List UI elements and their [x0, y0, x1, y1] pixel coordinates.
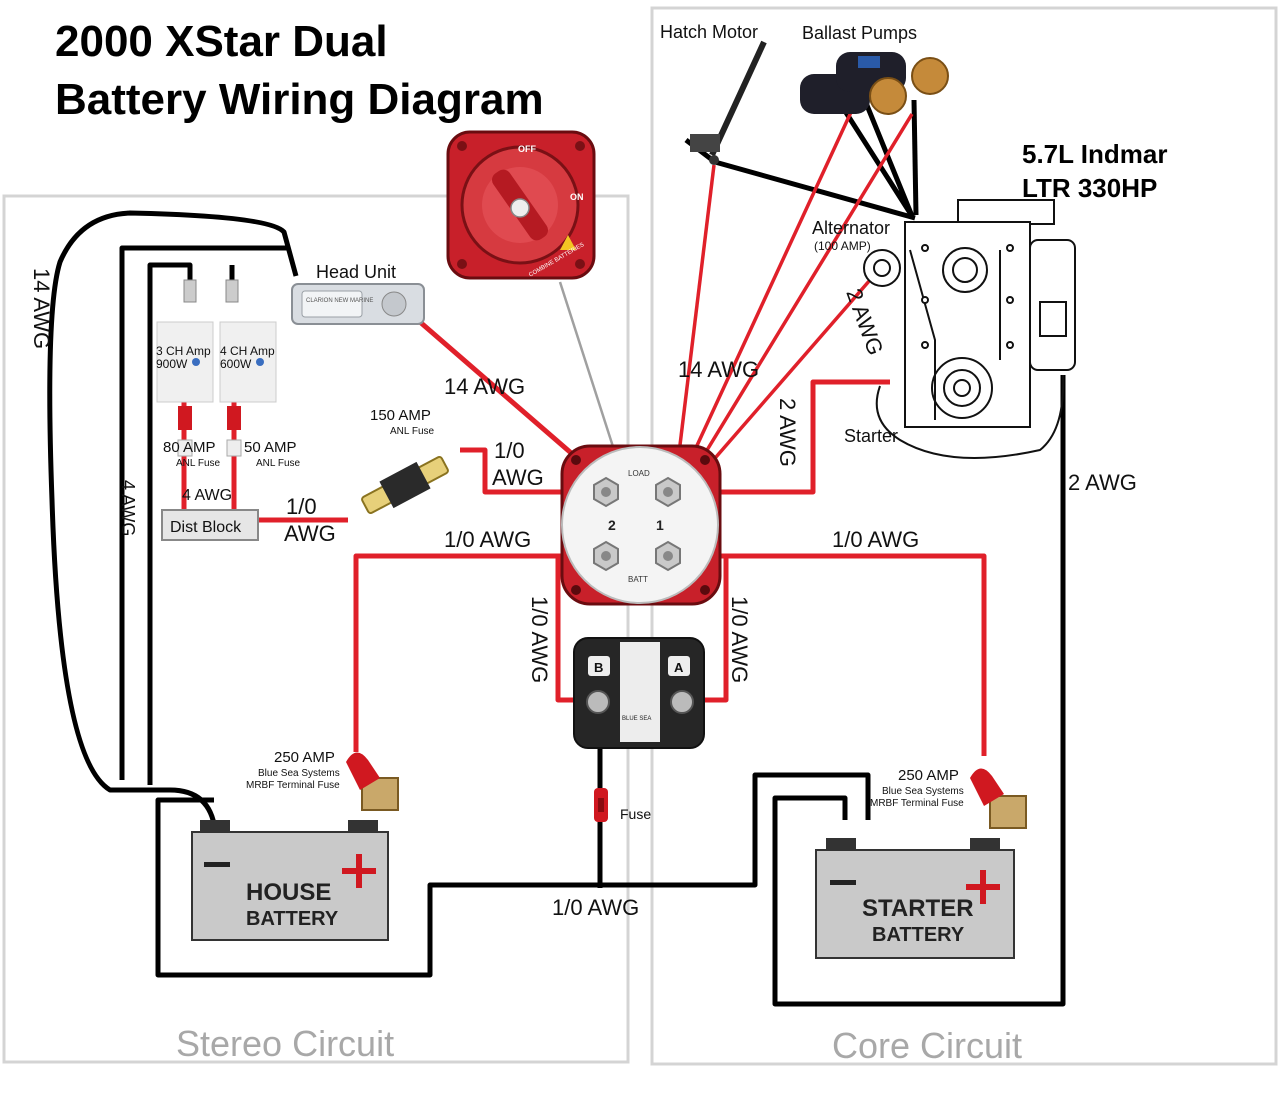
diagram-title-line2: Battery Wiring Diagram: [55, 75, 544, 124]
amp4-label-line2: 600W: [220, 357, 252, 371]
fuse-10awg-line2: AWG: [492, 465, 544, 490]
awg10-bottom-label: 1/0 AWG: [552, 895, 639, 920]
awg10-v-right-label: 1/0 AWG: [727, 596, 752, 683]
awg2-ground-label: 2 AWG: [1068, 470, 1137, 495]
dist-4awg-label: 4 AWG: [182, 487, 232, 504]
head-unit-image: CLARION NEW MARINE: [291, 283, 425, 325]
engine-title-line2: LTR 330HP: [1022, 173, 1157, 203]
switch-post-1-label: 1: [656, 517, 664, 533]
awg14-head-label: 14 AWG: [444, 374, 525, 399]
fuse-10awg-line1: 1/0: [494, 438, 525, 463]
dist-block-label: Dist Block: [170, 519, 242, 536]
house-battery: [191, 820, 389, 941]
awg4-left-label: 4 AWG: [118, 480, 138, 536]
switch-off-label: OFF: [518, 144, 536, 154]
dist-block: [161, 509, 259, 541]
starter-label: Starter: [844, 426, 898, 446]
acr-a-label: A: [674, 660, 684, 675]
switch-on-label: ON: [570, 192, 584, 202]
dist-10awg-line1: 1/0: [286, 494, 317, 519]
alternator-label: Alternator: [812, 218, 890, 238]
stereo-circuit-frame: [2, 194, 630, 1064]
awg2-alt-label: 2 AWG: [841, 285, 888, 358]
starter-mrbf-fuse: [970, 768, 1027, 829]
amp4-label-line1: 4 CH Amp: [220, 344, 275, 358]
charging-relay: B A BLUE SEA: [573, 637, 705, 749]
engine-title-line1: 5.7L Indmar: [1022, 139, 1167, 169]
battery-switch-image: OFF ON COMBINE BATTERIES: [446, 130, 596, 280]
awg2-starter-label: 2 AWG: [775, 398, 800, 467]
awg10-h-left-label: 1/0 AWG: [444, 527, 531, 552]
awg14-left-label: 14 AWG: [29, 268, 54, 349]
acr-brand-label: BLUE SEA: [622, 716, 651, 722]
starter-fuse-line1: Blue Sea Systems: [882, 786, 964, 797]
house-fuse-line1: Blue Sea Systems: [258, 768, 340, 779]
stereo-circuit-label: Stereo Circuit: [176, 1023, 394, 1064]
house-fuse-amp-label: 250 AMP: [274, 749, 335, 766]
house-mrbf-fuse: [346, 752, 399, 811]
amplifier-4ch: [219, 279, 277, 457]
pointer-line: [558, 281, 618, 457]
fuse50-type-label: ANL Fuse: [256, 458, 301, 469]
house-battery-label-line1: HOUSE: [246, 879, 331, 906]
head-unit-label: Head Unit: [316, 262, 396, 282]
core-circuit-label: Core Circuit: [832, 1025, 1022, 1066]
amp3-label-line1: 3 CH Amp: [156, 344, 211, 358]
anl-fuse-150: [361, 455, 449, 515]
hatch-motor-label: Hatch Motor: [660, 22, 758, 42]
alternator-rating-label: (100 AMP): [814, 239, 871, 253]
awg10-h-right-label: 1/0 AWG: [832, 527, 919, 552]
inline-fuse: [594, 788, 608, 822]
starter-battery: [815, 838, 1015, 959]
ballast-pumps-image: [800, 52, 949, 115]
switch-post-2-label: 2: [608, 517, 616, 533]
switch-batt-label: BATT: [628, 575, 648, 584]
battery-switch-center: LOAD BATT 2 1: [560, 444, 722, 606]
fuse80-type-label: ANL Fuse: [176, 458, 221, 469]
awg14-motor-label: 14 AWG: [678, 357, 759, 382]
starter-fuse-amp-label: 250 AMP: [898, 767, 959, 784]
fuse150-type-label: ANL Fuse: [390, 426, 435, 437]
dist-10awg-line2: AWG: [284, 521, 336, 546]
starter-battery-label-line2: BATTERY: [872, 924, 965, 946]
fuse50-amp-label: 50 AMP: [244, 439, 297, 456]
house-battery-label-line2: BATTERY: [246, 908, 339, 930]
starter-fuse-line2: MRBF Terminal Fuse: [870, 798, 964, 809]
ballast-pumps-label: Ballast Pumps: [802, 23, 917, 43]
acr-b-label: B: [594, 660, 603, 675]
fuse150-amp-label: 150 AMP: [370, 407, 431, 424]
head-unit-screen-text: CLARION NEW MARINE: [306, 298, 373, 304]
switch-load-label: LOAD: [628, 469, 650, 478]
engine-image: [863, 199, 1076, 459]
diagram-title-line1: 2000 XStar Dual: [55, 17, 388, 66]
hatch-motor-image: [690, 40, 767, 165]
amp3-label-line2: 900W: [156, 357, 188, 371]
starter-battery-label-line1: STARTER: [862, 895, 974, 922]
inline-fuse-label: Fuse: [620, 806, 651, 822]
house-fuse-line2: MRBF Terminal Fuse: [246, 780, 340, 791]
awg10-v-left-label: 1/0 AWG: [527, 596, 552, 683]
fuse80-amp-label: 80 AMP: [163, 439, 216, 456]
thin-positive-wires: [674, 109, 914, 482]
amplifier-3ch: [156, 279, 214, 457]
